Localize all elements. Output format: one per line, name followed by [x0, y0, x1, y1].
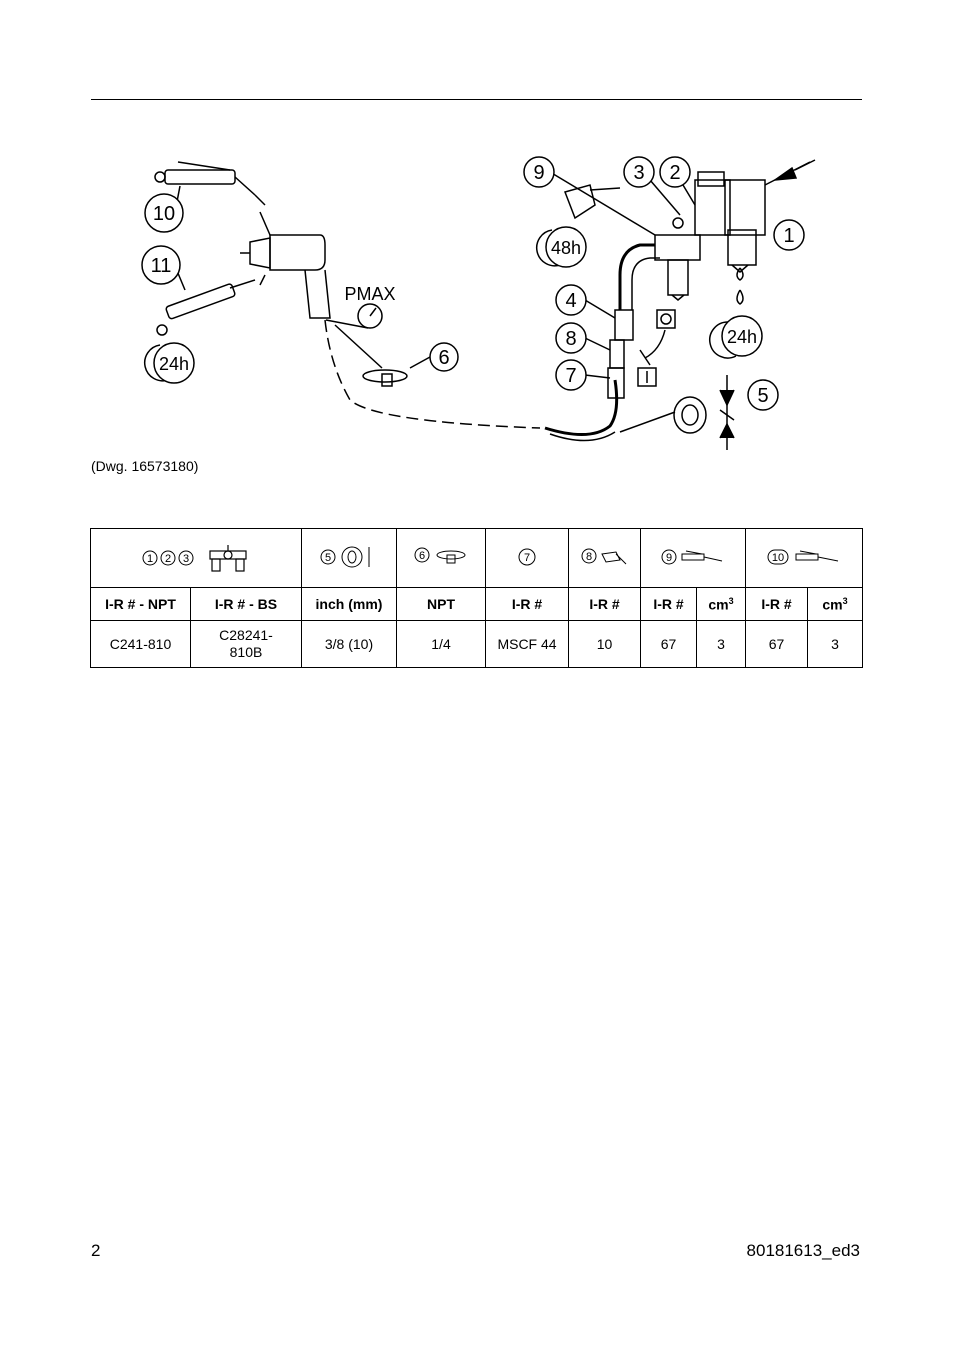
callout-3-small: 3	[183, 553, 189, 565]
drawing-caption: (Dwg. 16573180)	[91, 458, 199, 474]
hose-end-illustration	[673, 396, 707, 434]
icon-cell-hose: 5	[301, 528, 397, 588]
icon-cell-valve: 8	[568, 528, 641, 588]
cell-valve-part: 10	[568, 620, 641, 668]
cell-coupling-part: MSCF 44	[485, 620, 569, 668]
icon-header-row: 1 2 3	[90, 528, 863, 588]
header-ir-npt: I-R # - NPT	[90, 587, 191, 621]
fitting-icon: 6	[414, 547, 466, 563]
header-ir-bs: I-R # - BS	[190, 587, 302, 621]
grease-gun-11-illustration	[156, 279, 256, 336]
column-header-row: I-R # - NPT I-R # - BS inch (mm) NPT I-R…	[90, 587, 863, 621]
callout-11: 11	[151, 255, 172, 277]
air-tool-illustration	[240, 211, 331, 319]
interval-arc-right	[709, 321, 737, 359]
cell-hose-size: 3/8 (10)	[301, 620, 397, 668]
header-ir-8: I-R #	[568, 587, 641, 621]
header-npt: NPT	[396, 587, 486, 621]
interval-label-24h-right: 24h	[727, 327, 757, 347]
cell-grease-10-volume: 3	[807, 620, 863, 668]
grease-gun-10-illustration	[154, 161, 266, 206]
callout-7: 7	[565, 365, 576, 387]
cell-ir-npt: C241-810	[90, 620, 191, 668]
parts-table: 1 2 3	[90, 528, 863, 668]
interval-arc-left	[143, 344, 169, 382]
cell-grease-9-part: 67	[640, 620, 697, 668]
callout-7-small: 7	[524, 552, 530, 564]
icon-cell-grease-gun-10: 10	[745, 528, 863, 588]
document-id: 80181613_ed3	[746, 1241, 860, 1260]
grease-gun-9-icon: 9	[661, 549, 723, 564]
callout-10: 10	[153, 203, 175, 225]
coupling-callout-icon: 7	[518, 548, 536, 565]
cm-label: cm	[708, 596, 729, 613]
callout-4: 4	[565, 290, 576, 312]
data-row: C241-810 C28241- 810B 3/8 (10) 1/4 MSCF …	[90, 620, 863, 668]
callout-3: 3	[633, 162, 644, 184]
frl-unit-icon	[209, 545, 247, 572]
callout-6-small: 6	[419, 550, 425, 562]
assembly-drawing: 10 11 6 9 3 2 1 4 8 7 5 PMAX 24h 48h 24h	[141, 156, 816, 450]
icon-cell-frl: 1 2 3	[90, 528, 302, 588]
callout-8: 8	[565, 328, 576, 350]
callout-6: 6	[438, 347, 449, 369]
cell-grease-9-volume: 3	[696, 620, 746, 668]
header-ir-9: I-R #	[640, 587, 697, 621]
interval-label-24h-left: 24h	[159, 354, 189, 374]
cell-npt: 1/4	[396, 620, 486, 668]
valve-icon: 8	[581, 548, 626, 564]
hose-dashed	[324, 319, 541, 429]
cell-grease-10-part: 67	[745, 620, 808, 668]
callout-9: 9	[533, 162, 544, 184]
header-inch-mm: inch (mm)	[301, 587, 397, 621]
callout-2: 2	[669, 162, 680, 184]
callout-group-123-icon: 1 2 3	[142, 550, 194, 566]
callout-8-small: 8	[585, 551, 591, 563]
grease-gun-10-icon: 10	[767, 549, 839, 564]
header-cm3-10: cm3	[807, 587, 863, 621]
callout-5-small: 5	[325, 552, 331, 564]
callout-9-small: 9	[666, 552, 672, 564]
icon-cell-grease-gun-9: 9	[640, 528, 746, 588]
cell-ir-bs: C28241- 810B	[190, 620, 302, 668]
callout-2-small: 2	[165, 553, 171, 565]
page-number: 2	[91, 1241, 101, 1260]
top-rule	[91, 99, 862, 100]
pressure-gauge-illustration	[357, 303, 383, 329]
header-ir-10: I-R #	[745, 587, 808, 621]
callout-10-small: 10	[772, 552, 784, 564]
cm-superscript: 3	[842, 595, 848, 606]
callout-1: 1	[783, 225, 794, 247]
callout-5: 5	[757, 385, 768, 407]
callout-1-small: 1	[147, 553, 153, 565]
header-ir-7: I-R #	[485, 587, 569, 621]
cm-label: cm	[822, 596, 843, 613]
pmax-label: PMAX	[344, 284, 395, 304]
fitting-6-illustration	[362, 369, 408, 383]
hose-diameter-icon: 5	[320, 546, 370, 567]
cm-superscript: 3	[728, 595, 734, 606]
icon-cell-fitting: 6	[396, 528, 486, 588]
icon-cell-coupling: 7	[485, 528, 569, 588]
interval-arc-48h	[535, 229, 561, 267]
oil-bottle-illustration	[564, 184, 596, 220]
interval-label-48h: 48h	[551, 238, 581, 258]
header-cm3-9: cm3	[696, 587, 746, 621]
